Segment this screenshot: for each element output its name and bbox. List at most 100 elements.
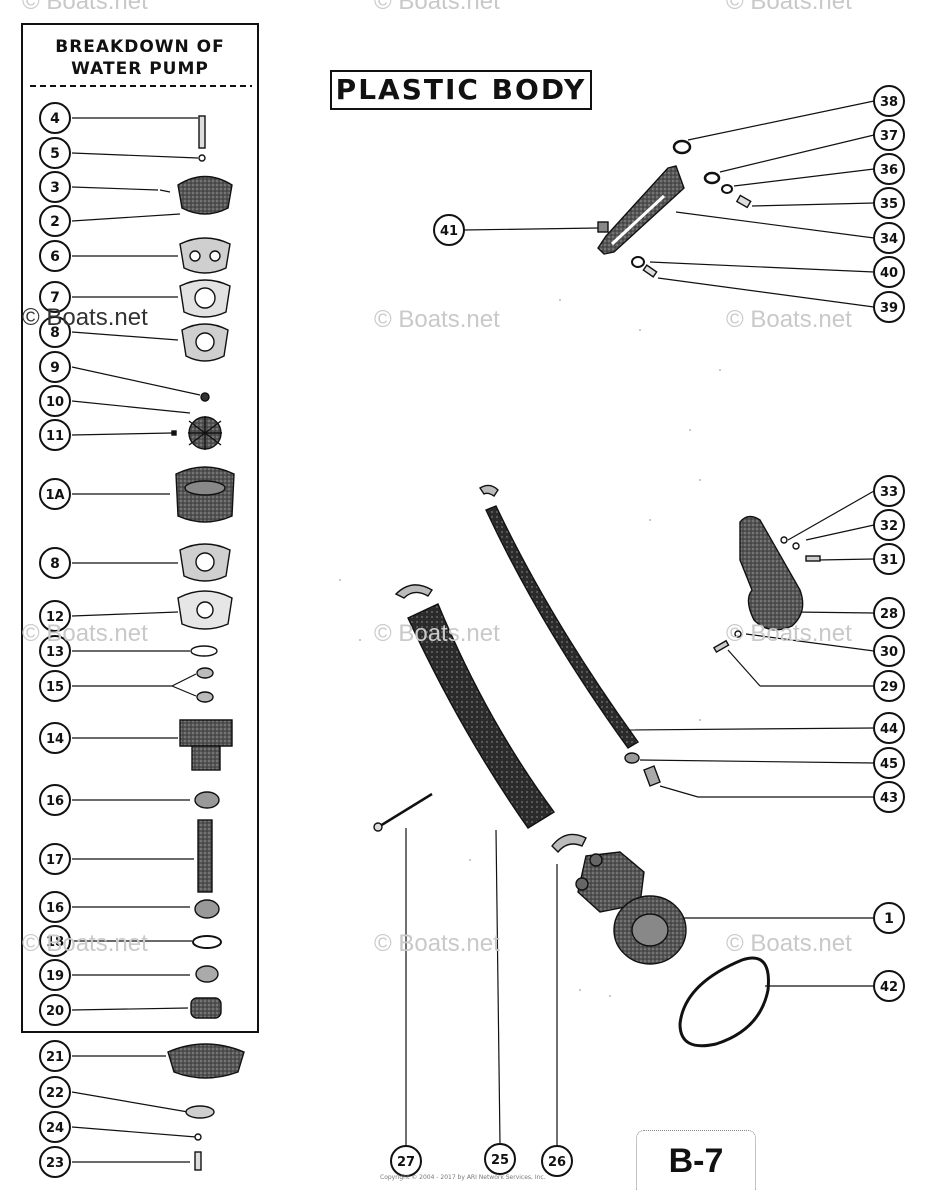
callout-circle [873, 970, 905, 1002]
callout-circle [541, 1145, 573, 1177]
callout-circle [873, 256, 905, 288]
callout-circle [39, 1111, 71, 1143]
callout-number: 41 [440, 224, 458, 239]
callout-circle [873, 187, 905, 219]
bolt-39-part [642, 264, 658, 278]
watermark: © Boats.net [22, 620, 148, 647]
callout-circle [39, 547, 71, 579]
callout-number: 9 [50, 360, 60, 376]
callout-circle [873, 153, 905, 185]
callout-number: 12 [46, 610, 64, 625]
callout-number: 24 [46, 1121, 64, 1136]
callout-circle [39, 843, 71, 875]
copyright-text: Copyright © 2004 - 2017 by ARI Network S… [380, 1174, 546, 1181]
pulley-part [167, 1043, 245, 1079]
callout-circle [39, 1146, 71, 1178]
callout-circle [39, 959, 71, 991]
callout-number: 27 [397, 1155, 415, 1170]
pump-assembly-1-part [575, 851, 687, 965]
callout-number: 1A [45, 488, 64, 503]
watermark: © Boats.net [374, 306, 500, 333]
watermark: © Boats.net [22, 304, 148, 331]
callout-circle [39, 102, 71, 134]
bearing-small-part [195, 965, 219, 983]
callout-number: 32 [880, 519, 898, 534]
callout-number: 6 [50, 249, 60, 265]
callout-number: 16 [46, 794, 64, 809]
washer-30-part [734, 630, 742, 638]
callout-circle [39, 240, 71, 272]
callout-circle [873, 85, 905, 117]
callout-circle [873, 747, 905, 779]
washer-36-part [721, 184, 733, 194]
callout-number: 21 [46, 1050, 64, 1065]
belt-42-part [678, 956, 770, 1048]
callout-circle [873, 291, 905, 323]
callout-number: 19 [46, 969, 64, 984]
callout-number: 28 [880, 607, 898, 622]
watermark: © Boats.net [22, 0, 148, 15]
clamp-26-part [551, 833, 587, 854]
callout-number: 30 [880, 645, 898, 660]
callout-number: 34 [880, 232, 898, 247]
callout-number: 44 [880, 722, 898, 737]
callout-number: 13 [46, 645, 64, 660]
callout-number: 18 [46, 935, 64, 950]
callout-circle [39, 137, 71, 169]
callout-circle [873, 902, 905, 934]
callout-circle [39, 316, 71, 348]
ring-38-part [672, 139, 692, 155]
callout-number: 20 [46, 1004, 64, 1019]
hose-clamp-top-part [479, 484, 499, 497]
watermark: © Boats.net [726, 620, 852, 647]
snap-ring-part [192, 935, 222, 949]
bearing-housing-part [179, 719, 233, 771]
coupling-part [190, 997, 222, 1019]
hose-clamp-25-part [394, 584, 433, 599]
clamp-45-part [624, 752, 640, 764]
hose-44-part [485, 505, 640, 749]
hose-25-part [407, 603, 556, 829]
callout-number: 14 [46, 732, 64, 747]
watermark: © Boats.net [374, 0, 500, 15]
scan-speckle [339, 299, 721, 997]
callout-number: 2 [50, 214, 60, 230]
watermark: © Boats.net [726, 930, 852, 957]
callout-number: 40 [880, 266, 898, 281]
callout-number: 31 [880, 553, 898, 568]
callout-number: 10 [46, 395, 64, 410]
callout-number: 43 [880, 791, 898, 806]
key-part [200, 392, 210, 402]
callout-number: 4 [50, 111, 60, 127]
callout-circle [39, 994, 71, 1026]
callout-circle [873, 597, 905, 629]
callout-circle [433, 214, 465, 246]
left-leaders [71, 117, 201, 1163]
page-label: B-7 [636, 1130, 756, 1190]
callout-circle [39, 385, 71, 417]
watermark: © Boats.net [726, 0, 852, 15]
callout-number: 37 [880, 129, 898, 144]
callout-circle [39, 670, 71, 702]
callout-number: 15 [46, 680, 64, 695]
screw-part [159, 189, 171, 193]
callout-circle [39, 419, 71, 451]
small-washer-part [194, 1133, 202, 1141]
callout-number: 8 [50, 325, 60, 341]
callout-circle [873, 222, 905, 254]
elbow-housing-28-part [739, 515, 804, 631]
callout-number: 38 [880, 95, 898, 110]
callout-circle [873, 670, 905, 702]
callout-circle [873, 543, 905, 575]
watermark: © Boats.net [374, 930, 500, 957]
bearing-upper-part [194, 791, 220, 809]
callout-circle [39, 171, 71, 203]
callout-number: 42 [880, 980, 898, 995]
callout-circle [39, 784, 71, 816]
callout-number: 8 [50, 556, 60, 572]
bearing-lower-part [194, 899, 220, 919]
screw-27-part [373, 792, 433, 832]
callout-circle [39, 891, 71, 923]
callout-circle [873, 635, 905, 667]
callout-number: 39 [880, 301, 898, 316]
